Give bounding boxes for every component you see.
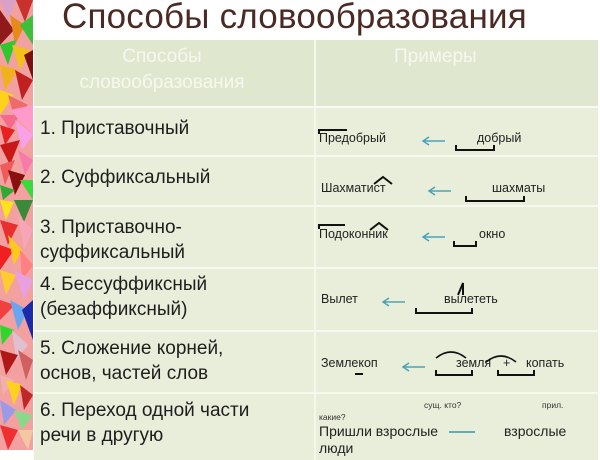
example-source-1: земля	[456, 356, 492, 370]
annotation-noun: сущ. кто?	[424, 400, 462, 410]
example-cell: Шахматист шахматы	[316, 157, 598, 205]
derivation-arrow-icon	[449, 431, 475, 433]
header-line-2: словообразования	[79, 72, 245, 93]
derivation-arrow-icon	[421, 136, 445, 146]
root-bracket-icon	[455, 145, 495, 151]
method-line-2: речи в другую	[40, 425, 164, 446]
example-cell: сущ. кто? прил. какие? Пришли взрослые в…	[316, 394, 598, 460]
header-methods-label: Способы словообразования	[34, 40, 314, 96]
mosaic-pattern-icon	[0, 0, 33, 450]
row-divider	[34, 155, 598, 157]
annotation-adjective: прил.	[542, 400, 564, 410]
example-cell: Предобрый добрый	[316, 108, 598, 155]
example-source: окно	[479, 227, 506, 241]
row-divider	[34, 205, 598, 207]
annotation-question: какие?	[319, 412, 346, 422]
root-bracket-icon	[497, 370, 535, 376]
table-header-row: Способы словообразования Примеры	[34, 40, 598, 106]
method-cell: 6. Переход одной части речи в другую	[34, 394, 316, 460]
row-divider	[34, 267, 598, 269]
prefix-mark-icon	[318, 224, 345, 229]
root-arc-icon	[485, 355, 517, 363]
method-line-1: 4. Бессуффиксный	[40, 274, 208, 295]
method-line-2: основ, частей слов	[40, 363, 209, 384]
method-cell: 2. Суффиксальный	[34, 157, 316, 205]
method-name: 3. Приставочно- суффиксальный	[34, 207, 314, 265]
example-derived: Предобрый	[319, 131, 386, 145]
table-row: 1. Приставочный Предобрый добрый	[34, 108, 598, 155]
page-title: Способы словообразования	[62, 0, 527, 36]
example-derived: Шахматист	[321, 181, 386, 195]
root-bracket-icon	[465, 196, 525, 202]
example-source-2: копать	[526, 356, 565, 370]
table-row: 2. Суффиксальный Шахматист шахматы	[34, 157, 598, 205]
method-name: 6. Переход одной части речи в другую	[34, 394, 314, 448]
example-derived: Вылет	[321, 292, 358, 306]
derivation-arrow-icon	[421, 232, 445, 242]
suffix-mark-icon	[369, 221, 389, 231]
derivation-arrow-icon	[427, 186, 451, 196]
header-cell-methods: Способы словообразования	[34, 40, 316, 106]
derivation-arrow-icon	[401, 362, 425, 372]
method-name: 4. Бессуффиксный (безаффиксный)	[34, 269, 314, 322]
example-source: вылететь	[444, 292, 498, 306]
zero-suffix-mark-icon	[457, 282, 464, 296]
example-tail: люди	[319, 440, 354, 456]
header-examples-label: Примеры	[394, 46, 477, 67]
root-bracket-icon	[415, 308, 473, 314]
root-bracket-icon	[453, 241, 477, 247]
suffix-mark-icon	[373, 175, 393, 185]
table-row: 6. Переход одной части речи в другую сущ…	[34, 394, 598, 460]
example-source: взрослые	[504, 423, 567, 439]
word-formation-table: Способы словообразования Примеры 1. Прис…	[34, 40, 598, 460]
example-cell: Подоконник окно	[316, 207, 598, 267]
example-derived: Пришли взрослые	[319, 423, 439, 439]
method-line-2: (безаффиксный)	[40, 299, 188, 320]
example-source: добрый	[477, 131, 522, 145]
decorative-mosaic-strip	[0, 0, 33, 450]
root-bracket-icon	[435, 370, 473, 376]
prefix-mark-icon	[318, 129, 347, 134]
derivation-arrow-icon	[381, 297, 405, 307]
method-cell: 3. Приставочно- суффиксальный	[34, 207, 316, 267]
method-line-1: 6. Переход одной части	[40, 400, 250, 421]
plus-sign: +	[503, 356, 511, 370]
example-cell: Землекоп земля + копать	[316, 332, 598, 392]
method-name: 5. Сложение корней, основ, частей слов	[34, 332, 314, 386]
row-divider	[34, 330, 598, 332]
interfix-mark-icon	[355, 373, 363, 375]
root-arc-icon	[435, 351, 467, 359]
header-cell-examples: Примеры	[316, 40, 598, 106]
row-divider	[34, 392, 598, 394]
method-line-1: 3. Приставочно-	[40, 217, 182, 238]
method-name: 2. Суффиксальный	[40, 167, 211, 188]
method-name: 1. Приставочный	[40, 118, 190, 139]
method-line-1: 5. Сложение корней,	[40, 338, 224, 359]
example-derived: Землекоп	[321, 356, 378, 370]
method-cell: 5. Сложение корней, основ, частей слов	[34, 332, 316, 392]
header-line-1: Способы	[122, 46, 202, 67]
method-line-2: суффиксальный	[40, 242, 186, 263]
row-divider	[34, 106, 598, 108]
example-cell: Вылет вылететь	[316, 269, 598, 330]
method-cell: 4. Бессуффиксный (безаффиксный)	[34, 269, 316, 330]
table-row: 3. Приставочно- суффиксальный Подоконник…	[34, 207, 598, 267]
table-row: 4. Бессуффиксный (безаффиксный) Вылет вы…	[34, 269, 598, 330]
method-cell: 1. Приставочный	[34, 108, 316, 155]
table-row: 5. Сложение корней, основ, частей слов З…	[34, 332, 598, 392]
example-source: шахматы	[492, 181, 546, 195]
